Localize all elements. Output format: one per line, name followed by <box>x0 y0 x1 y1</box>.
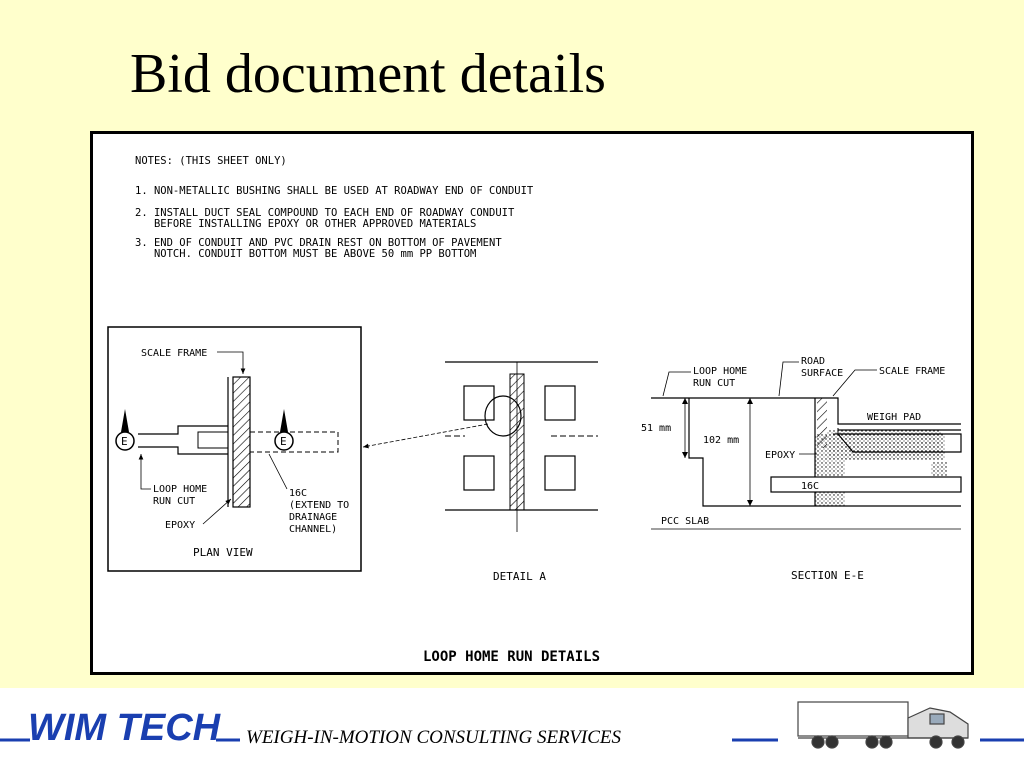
footer-graphic: WIM TECH WEIGH-IN-MOTION CONSULTING SERV… <box>0 701 1024 749</box>
brand-logo: WIM TECH <box>28 707 222 749</box>
weigh-pad-label: WEIGH PAD <box>867 412 921 423</box>
slide-title: Bid document details <box>130 43 606 105</box>
plan-loop-home-label: LOOP HOME <box>153 484 207 495</box>
section-scale-frame-label: SCALE FRAME <box>879 366 945 377</box>
pcc-slab-label: PCC SLAB <box>661 516 709 527</box>
dimension-51-label: 51 mm <box>641 423 671 434</box>
plan-conduit-label: CHANNEL) <box>289 524 337 535</box>
road-surface-label: SURFACE <box>801 368 843 379</box>
section-loop-home-label: LOOP HOME <box>693 366 747 377</box>
plan-conduit-label: DRAINAGE <box>289 512 337 523</box>
dimension-102-label: 102 mm <box>703 435 739 446</box>
truck-icon <box>797 701 969 749</box>
section-mark-right: E <box>280 435 287 448</box>
plan-scale-frame-label: SCALE FRAME <box>141 348 207 359</box>
plan-epoxy-label: EPOXY <box>165 520 195 531</box>
plan-conduit-label: 16C <box>289 488 307 499</box>
note-line: 2. INSTALL DUCT SEAL COMPOUND TO EACH EN… <box>135 207 515 219</box>
plan-run-cut-label: RUN CUT <box>153 496 195 507</box>
section-ee-caption: SECTION E-E <box>791 569 864 582</box>
note-line: BEFORE INSTALLING EPOXY OR OTHER APPROVE… <box>135 218 476 230</box>
loop-home-run-drawing: NOTES: (THIS SHEET ONLY) 1. NON-METALLIC… <box>107 155 962 665</box>
note-line: 3. END OF CONDUIT AND PVC DRAIN REST ON … <box>135 237 502 249</box>
section-ee: LOOP HOME RUN CUT ROAD SURFACE SCALE FRA… <box>641 356 962 582</box>
note-line: 1. NON-METALLIC BUSHING SHALL BE USED AT… <box>135 185 534 197</box>
plan-conduit-label: (EXTEND TO <box>289 500 349 511</box>
detail-a-caption: DETAIL A <box>493 570 546 583</box>
section-run-cut-label: RUN CUT <box>693 378 735 389</box>
plan-view: E E SCALE FRAME LOOP HOME RUN CUT EPOXY … <box>107 326 362 572</box>
notes-header: NOTES: (THIS SHEET ONLY) <box>135 155 287 167</box>
road-surface-label: ROAD <box>801 356 825 367</box>
tagline: WEIGH-IN-MOTION CONSULTING SERVICES <box>246 727 622 748</box>
section-epoxy-label: EPOXY <box>765 450 795 461</box>
detail-a: DETAIL A <box>445 361 598 583</box>
note-line: NOTCH. CONDUIT BOTTOM MUST BE ABOVE 50 m… <box>135 248 476 260</box>
plan-view-caption: PLAN VIEW <box>193 546 253 559</box>
drawing-frame: NOTES: (THIS SHEET ONLY) 1. NON-METALLIC… <box>90 131 974 675</box>
sheet-title: LOOP HOME RUN DETAILS <box>423 649 600 665</box>
footer-banner: WIM TECH WEIGH-IN-MOTION CONSULTING SERV… <box>0 688 1024 768</box>
section-mark-left: E <box>121 435 128 448</box>
notes-block: NOTES: (THIS SHEET ONLY) 1. NON-METALLIC… <box>135 155 534 260</box>
section-conduit-label: 16C <box>801 481 819 492</box>
